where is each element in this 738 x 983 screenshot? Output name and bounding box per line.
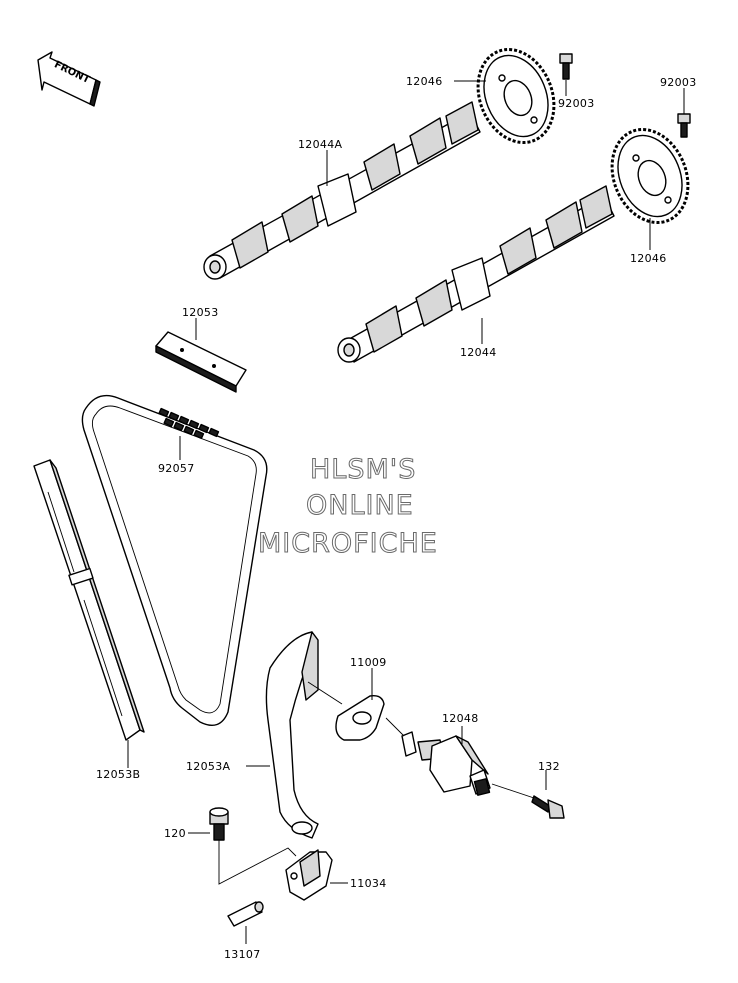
part-callouts: 12046 92003 92003 12044A 12046 12053 120… [96,75,697,961]
front-arrow: FRONT [37,51,101,107]
callout-12048: 12048 [442,712,479,725]
tensioner-bolt [531,795,565,819]
guide-pin [227,901,264,927]
callout-12046-upper: 12046 [406,75,443,88]
guide-bracket [285,849,333,901]
callout-12046-lower: 12046 [630,252,667,265]
callout-11009: 11009 [350,656,387,669]
callout-11034: 11034 [350,877,387,890]
chain-tensioner-guide [265,631,319,839]
callout-12044A: 12044A [298,138,342,151]
callout-92003-upper: 92003 [558,97,595,110]
chain-links-highlight [158,407,220,440]
chain-guide-left [33,459,145,741]
callout-12053: 12053 [182,306,219,319]
chain-tensioner [401,731,491,796]
tensioner-gasket [335,694,385,741]
watermark-line-2: ONLINE [306,490,414,521]
sprocket-bolt-upper [559,53,573,80]
callout-92057: 92057 [158,462,195,475]
watermark-line-1: HLSM'S [310,454,416,485]
callout-12053B: 12053B [96,768,140,781]
callout-132: 132 [538,760,560,773]
chain-guide-top [155,331,247,393]
callout-92003-lower: 92003 [660,76,697,89]
pivot-bolt [209,807,229,841]
camshaft-upper [203,101,481,280]
callout-120: 120 [164,827,186,840]
watermark-line-3: MICROFICHE [258,528,438,559]
sprocket-bolt-lower [677,113,691,138]
callout-12053A: 12053A [186,760,230,773]
watermark: HLSM'S ONLINE MICROFICHE [258,454,438,560]
camshaft-sprocket-upper [476,47,556,145]
callout-12044: 12044 [460,346,497,359]
callout-13107: 13107 [224,948,261,961]
leader-lines [127,80,685,944]
camshaft-lower [337,185,615,363]
camshaft-sprocket-lower [610,127,690,225]
cam-chain [81,394,268,726]
